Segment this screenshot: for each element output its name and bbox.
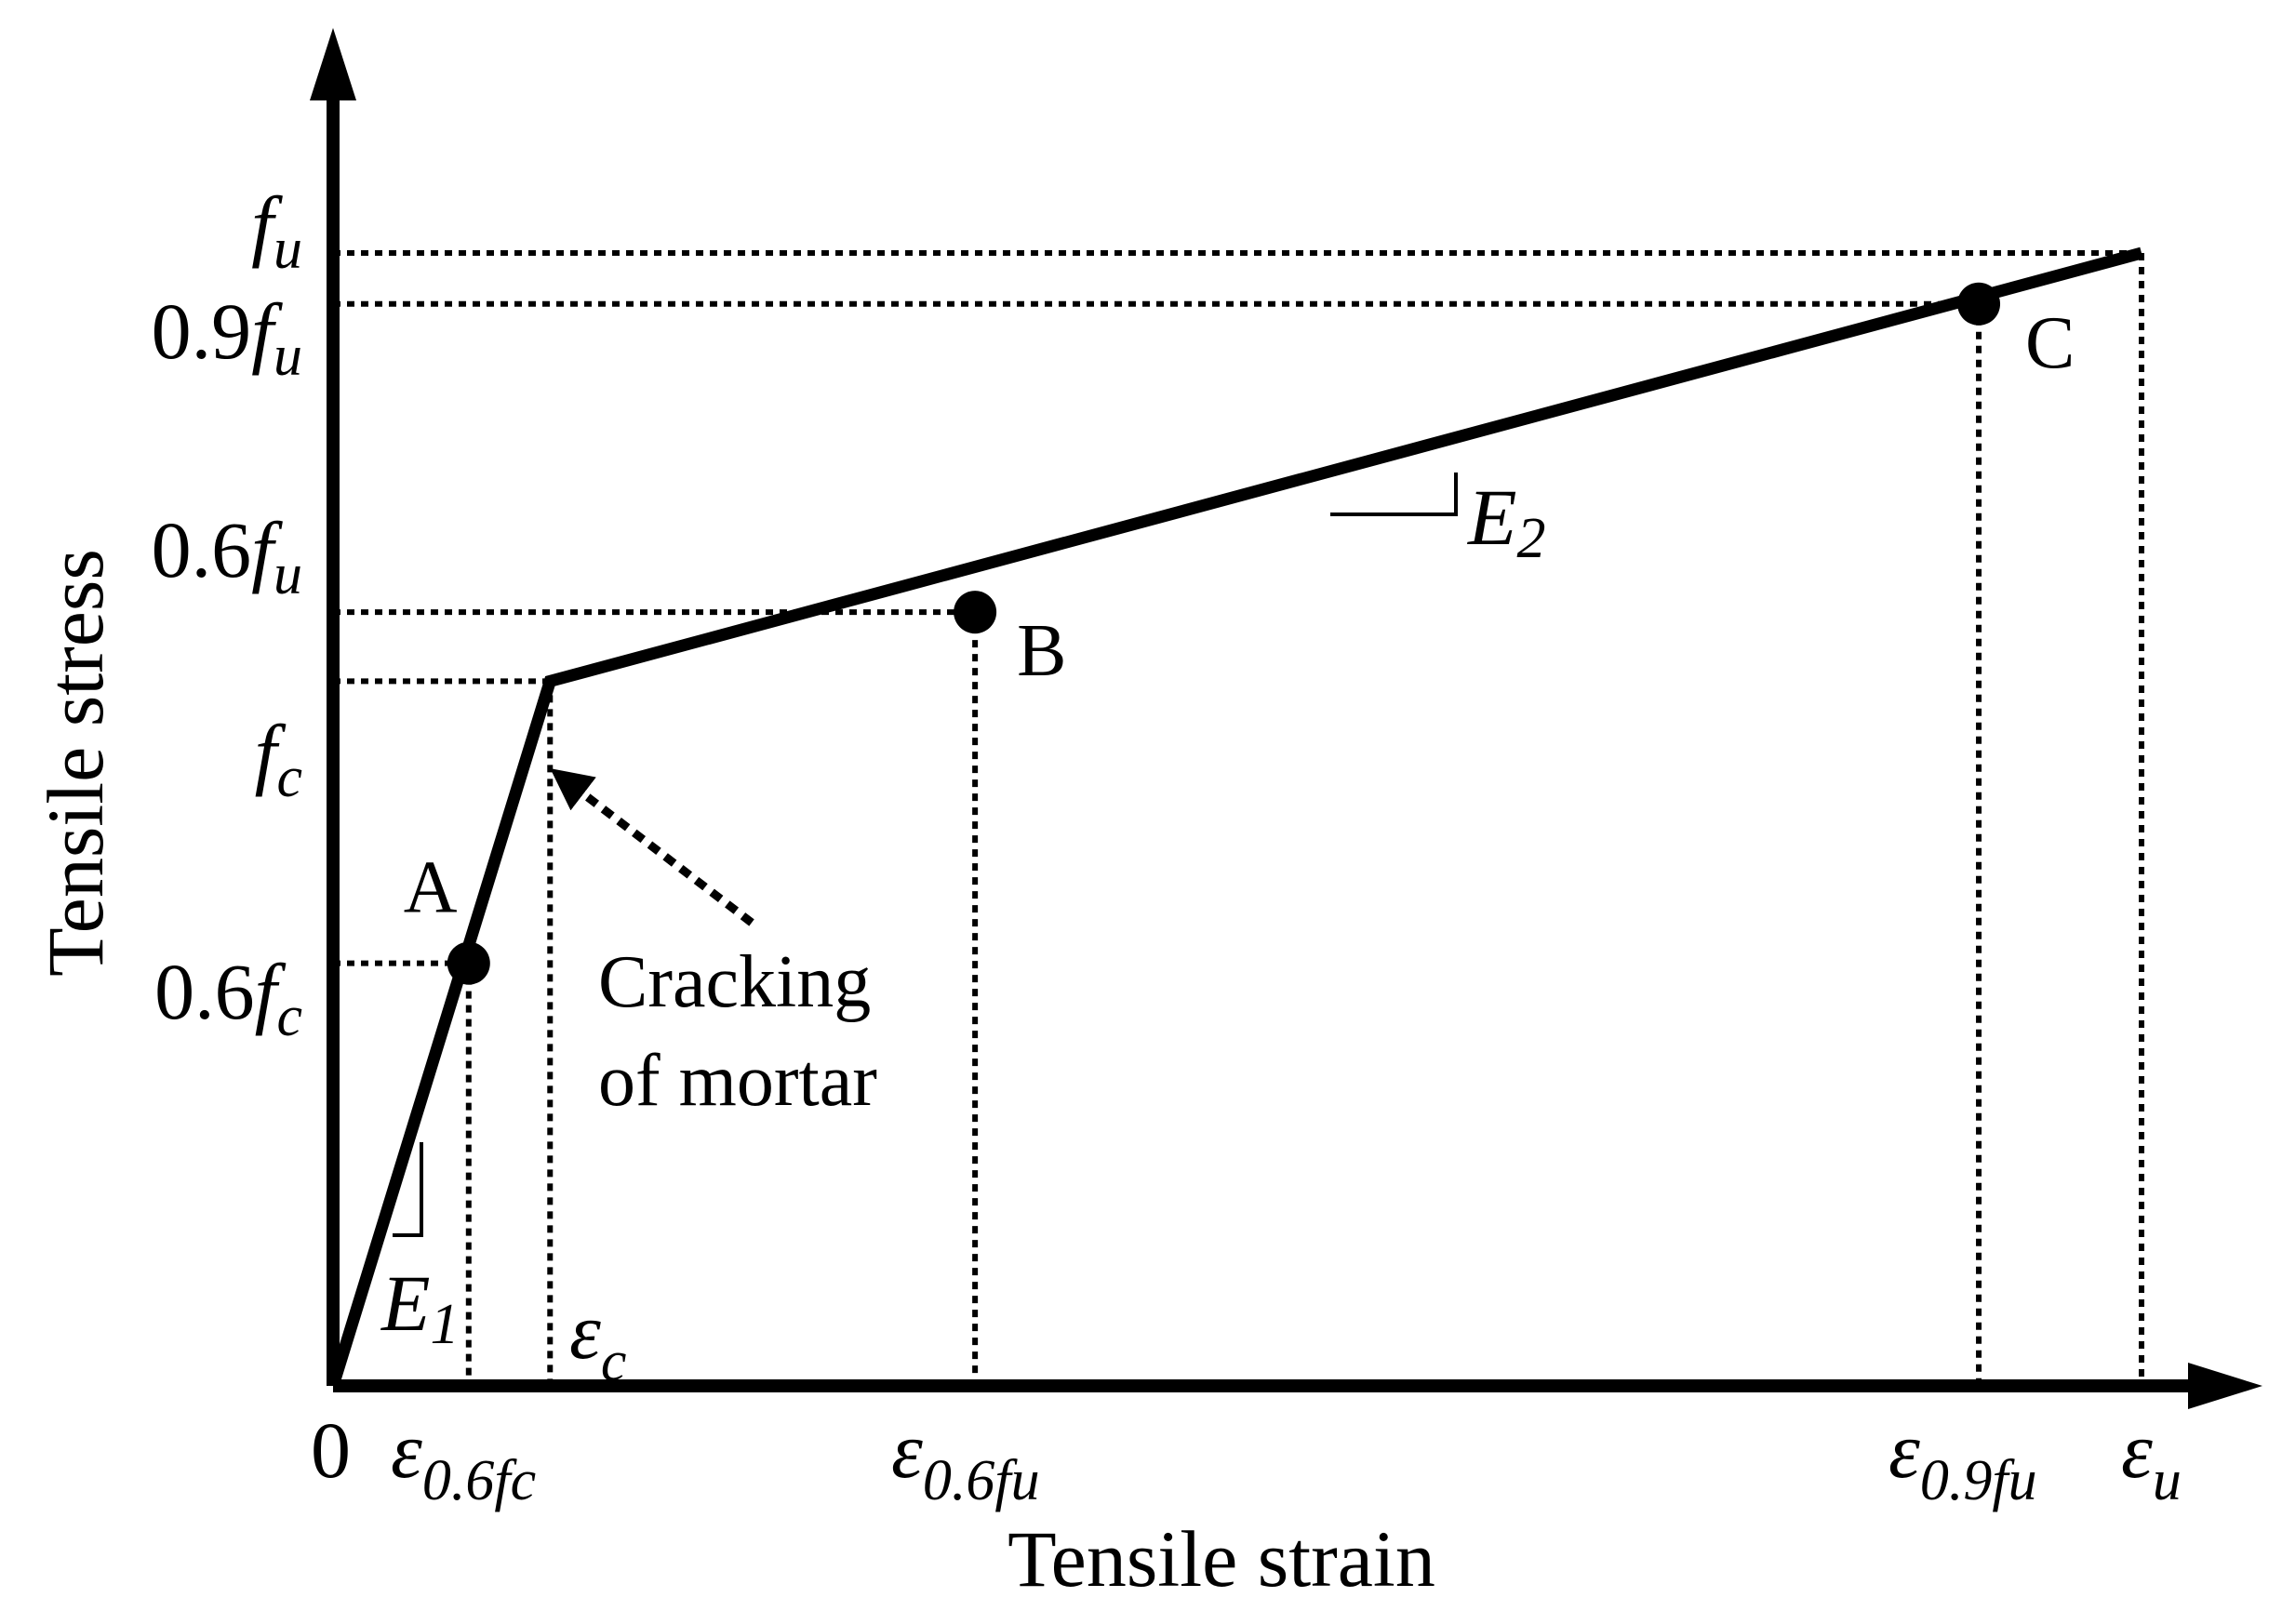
x-axis-arrowhead — [2188, 1363, 2262, 1409]
x-tick-label: ε0.9fu — [1888, 1405, 2037, 1512]
annotation-line-1: Cracking — [598, 941, 871, 1023]
point-label-c: C — [2025, 302, 2075, 384]
y-tick-label: 0.6fc — [154, 947, 302, 1048]
x-tick-label: ε0.6fu — [891, 1405, 1040, 1512]
y-axis-title: Tensile stress — [31, 549, 120, 977]
x-tick-labels: ε0.6fc εc ε0.6fu ε0.9fu εu — [391, 1286, 2182, 1512]
slope-label-e1: E1 — [380, 1258, 460, 1356]
slope-label-e2: E2 — [1466, 473, 1546, 570]
stress-strain-curve — [327, 246, 2143, 1388]
point-c — [1957, 282, 2001, 326]
y-tick-label: fu — [251, 180, 302, 281]
axes — [310, 28, 2262, 1409]
slope-triangle-e1 — [393, 1142, 423, 1237]
y-tick-label: fc — [255, 708, 302, 809]
x-tick-label: εu — [2121, 1405, 2182, 1512]
x-axis-title: Tensile strain — [1008, 1514, 1435, 1604]
y-tick-label: 0.6fu — [152, 505, 302, 606]
y-axis-arrowhead — [310, 28, 356, 100]
point-b — [954, 591, 997, 634]
point-label-b: B — [1017, 610, 1066, 692]
slope-triangle-e2 — [1330, 473, 1458, 516]
key-points: A B C — [404, 282, 2075, 985]
x-tick-label: ε0.6fc — [391, 1405, 536, 1512]
point-label-a: A — [404, 847, 458, 929]
cracking-arrow — [550, 768, 754, 926]
slope-markers — [393, 473, 1458, 1237]
point-a — [447, 941, 490, 985]
annotation-line-2: of mortar — [598, 1040, 877, 1122]
y-tick-label: 0.9fu — [152, 286, 302, 388]
x-tick-label: εc — [569, 1286, 626, 1393]
origin-label: 0 — [311, 1405, 351, 1495]
guide-lines — [333, 250, 2144, 1386]
